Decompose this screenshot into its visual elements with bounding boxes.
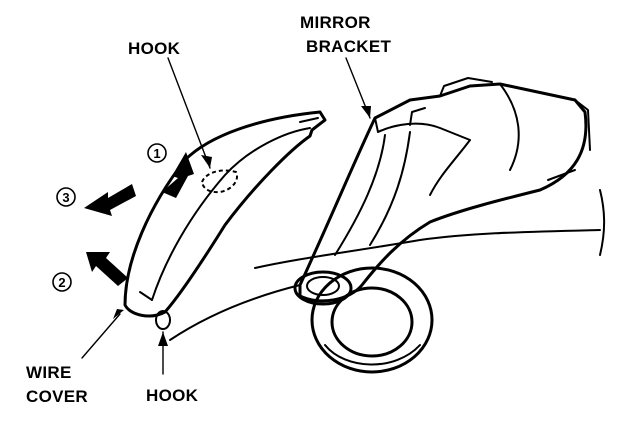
leader-lines bbox=[81, 57, 371, 375]
step-3-label: 3 bbox=[62, 190, 69, 205]
leader-arrowheads bbox=[113, 106, 371, 346]
hidden-hook-outline bbox=[200, 169, 238, 194]
arrow-up-icon bbox=[162, 152, 194, 198]
mirror-bracket bbox=[293, 77, 591, 306]
wire-cover-label-line1: WIRE bbox=[26, 363, 72, 382]
direction-arrows bbox=[84, 152, 194, 286]
mirror-bracket-label-line1: MIRROR bbox=[300, 13, 371, 32]
arrow-up-left-icon bbox=[86, 252, 128, 286]
hook-bottom-label: HOOK bbox=[146, 386, 199, 405]
step-1-label: 1 bbox=[153, 146, 160, 161]
arrow-left-icon bbox=[84, 184, 136, 216]
door-panel-outline bbox=[169, 189, 606, 341]
callout-labels: HOOK MIRROR BRACKET WIRE COVER HOOK bbox=[26, 13, 392, 406]
step-2-label: 2 bbox=[58, 275, 65, 290]
wire-cover bbox=[123, 110, 327, 330]
mirror-bracket-label-line2: BRACKET bbox=[306, 37, 392, 56]
hook-top-label: HOOK bbox=[128, 39, 181, 58]
bottom-hook-shape bbox=[155, 310, 171, 330]
step-markers: 1 3 2 bbox=[52, 143, 167, 292]
wire-cover-label-line2: COVER bbox=[26, 387, 88, 406]
mirror-mount-grommet bbox=[310, 266, 434, 374]
